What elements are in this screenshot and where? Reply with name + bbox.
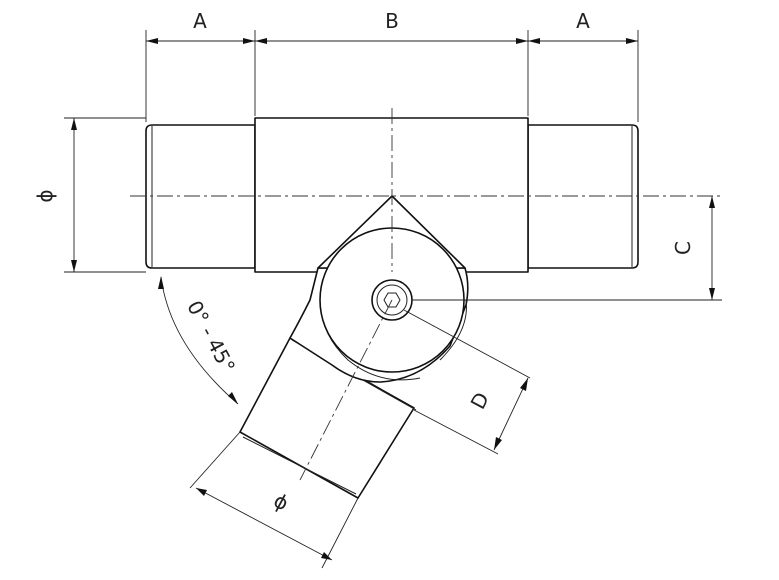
- dimension-d: [403, 309, 531, 455]
- dim-a-right-label: A: [576, 9, 590, 33]
- dim-a-left-label: A: [193, 9, 207, 33]
- dim-b-label: B: [385, 9, 399, 33]
- left-tube: [145, 124, 256, 269]
- center-lines: [130, 108, 720, 481]
- diameter-main-label: ϕ: [33, 189, 57, 202]
- dimension-main-diameter: [64, 117, 146, 273]
- dim-c-label: C: [671, 241, 695, 255]
- hex-socket-icon: [383, 292, 401, 308]
- dimension-branch-diameter: [189, 431, 359, 569]
- main-pipe: [145, 117, 639, 273]
- right-tube: [527, 124, 639, 269]
- branch-assembly: [239, 195, 469, 499]
- dim-d-label: D: [466, 388, 494, 413]
- diameter-branch-label: ϕ: [270, 488, 293, 515]
- dimension-angle: [158, 276, 239, 405]
- dimension-c: [412, 196, 722, 301]
- dimension-top: [145, 30, 639, 122]
- angle-range-label: 0° - 45°: [182, 297, 240, 377]
